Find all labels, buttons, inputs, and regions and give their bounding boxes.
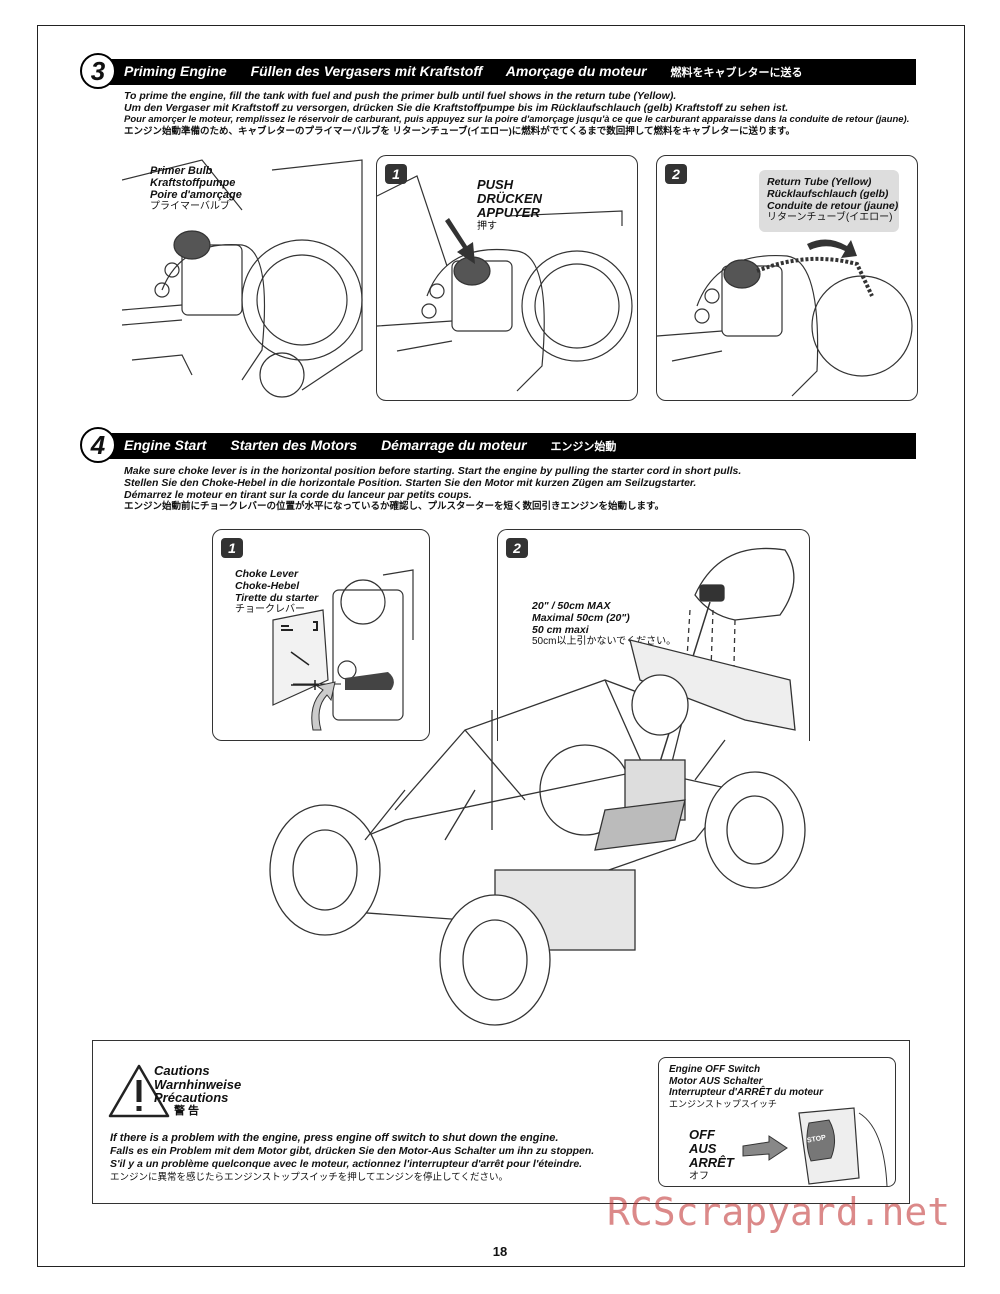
return-tube-callout	[759, 170, 899, 232]
step3-desc-en: To prime the engine, fill the tank with …	[124, 90, 677, 102]
primer-bulb-label: Primer Bulb Kraftstoffpumpe Poire d'amor…	[150, 165, 242, 213]
step3-panel1-badge: 1	[385, 164, 407, 184]
step3-bar	[102, 59, 916, 85]
step4-title-jp: エンジン始動	[550, 441, 617, 453]
step3-title-de: Füllen des Vergasers mit Kraftstoff	[250, 63, 483, 79]
step3-title-fr: Amorçage du moteur	[505, 63, 647, 79]
push-label-jp: 押す	[477, 221, 497, 232]
push-label-en: PUSH	[477, 177, 514, 192]
step4-description: Make sure choke lever is in the horizont…	[124, 465, 741, 513]
step3-panel-2: 2 Return Tube (Yellow) Rücklaufschlauch …	[656, 155, 918, 401]
step4-desc-jp: エンジン始動前にチョークレバーの位置が水平になっているか確認し、プルスターターを…	[124, 501, 665, 512]
off-label-de: AUS	[689, 1141, 717, 1156]
step4-desc-en: Make sure choke lever is in the horizont…	[124, 465, 742, 477]
step4-title-en: Engine Start	[124, 437, 207, 453]
cautions-title: Cautions Warnhinweise Précautions 警 告	[154, 1064, 241, 1118]
switch-label-fr: Interrupteur d'ARRÊT du moteur	[669, 1087, 824, 1098]
stop-switch-illustration	[742, 1107, 888, 1187]
primer-illustration	[122, 159, 363, 398]
cautions-text-fr: S'il y a un problème quelconque avec le …	[110, 1158, 583, 1170]
step4-title: Engine Start Starten des Motors Démarrag…	[124, 437, 636, 454]
step3-desc-jp: エンジン始動準備のため、キャブレターのプライマーバルブを リターンチューブ(イエ…	[124, 126, 796, 137]
primer-label-jp: プライマーバルブ	[150, 201, 230, 212]
cautions-title-de: Warnhinweise	[154, 1076, 242, 1092]
choke-label-de: Choke-Hebel	[235, 580, 300, 592]
return-label-jp: リターンチューブ(イエロー)	[767, 212, 893, 223]
choke-illustration	[272, 569, 414, 731]
step4-bar	[102, 433, 916, 459]
primer-label-fr: Poire d'amorçage	[150, 189, 242, 201]
choke-lever-label: Choke Lever Choke-Hebel Tirette du start…	[235, 568, 318, 616]
push-label-de: DRÜCKEN	[477, 191, 542, 206]
cautions-text-jp: エンジンに異常を感じたらエンジンストップスイッチを押してエンジンを停止してくださ…	[110, 1172, 508, 1183]
step4-panel2-badge: 2	[506, 538, 528, 558]
buggy-illustration	[269, 547, 806, 1026]
switch-label-jp: エンジンストップスイッチ	[669, 1098, 777, 1109]
return-label-de: Rücklaufschlauch (gelb)	[767, 188, 889, 200]
cautions-text-en: If there is a problem with the engine, p…	[110, 1132, 559, 1144]
off-label-jp: オフ	[689, 1171, 709, 1182]
step4-title-fr: Démarrage du moteur	[381, 437, 527, 453]
cautions-title-en: Cautions	[154, 1063, 210, 1078]
primer-label-en: Primer Bulb	[150, 165, 213, 177]
cautions-text-de: Falls es ein Problem mit dem Motor gibt,…	[110, 1145, 595, 1157]
push-illustration	[377, 175, 633, 392]
off-label: OFF AUS ARRÊT オフ	[689, 1128, 734, 1184]
pull-label-fr: 50 cm maxi	[532, 624, 589, 636]
switch-label-de: Motor AUS Schalter	[669, 1075, 763, 1087]
engine-off-switch-label: Engine OFF Switch Motor AUS Schalter Int…	[669, 1064, 823, 1110]
push-label: PUSH DRÜCKEN APPUYER 押す	[477, 178, 542, 234]
switch-label-en: Engine OFF Switch	[669, 1064, 761, 1075]
pull-label-de: Maximal 50cm (20")	[532, 612, 630, 624]
return-tube-label: Return Tube (Yellow) Rücklaufschlauch (g…	[767, 176, 898, 224]
step3-description: To prime the engine, fill the tank with …	[124, 90, 909, 138]
watermark: RCScrapyard.net	[607, 1190, 951, 1234]
cautions-box	[92, 1040, 910, 1204]
step4-number: 4	[80, 427, 116, 463]
page-frame	[37, 25, 965, 1267]
step3-panel2-badge: 2	[665, 164, 687, 184]
push-label-fr: APPUYER	[477, 205, 540, 220]
off-label-fr: ARRÊT	[689, 1155, 734, 1170]
step4-panel-1: 1 Choke Lever Choke-Hebel Tirette du sta…	[212, 529, 430, 741]
cautions-title-fr: Précautions	[154, 1090, 229, 1105]
cautions-text: If there is a problem with the engine, p…	[110, 1132, 594, 1184]
choke-label-en: Choke Lever	[235, 568, 299, 580]
step4-panel1-badge: 1	[221, 538, 243, 558]
return-tube-illustration	[657, 239, 913, 397]
choke-label-fr: Tirette du starter	[235, 592, 319, 604]
choke-label-jp: チョークレバー	[235, 604, 305, 615]
step3-header: 3 Priming Engine Füllen des Vergasers mi…	[80, 53, 916, 89]
step3-title: Priming Engine Füllen des Vergasers mit …	[124, 63, 823, 80]
primer-label-de: Kraftstoffpumpe	[150, 177, 236, 189]
warning-triangle-icon	[108, 1064, 170, 1118]
cautions-title-jp: 警 告	[174, 1104, 200, 1117]
step4-desc-de: Stellen Sie den Choke-Hebel in die horiz…	[124, 477, 697, 489]
pull-length-label: 20" / 50cm MAX Maximal 50cm (20") 50 cm …	[532, 600, 676, 648]
pull-label-en: 20" / 50cm MAX	[532, 600, 611, 612]
pull-label-jp: 50cm以上引かないでください。	[532, 636, 677, 647]
step3-title-en: Priming Engine	[124, 63, 227, 79]
step3-desc-de: Um den Vergaser mit Kraftstoff zu versor…	[124, 102, 789, 114]
step4-title-de: Starten des Motors	[230, 437, 358, 453]
off-label-en: OFF	[689, 1127, 715, 1142]
engine-off-switch-box: Engine OFF Switch Motor AUS Schalter Int…	[658, 1057, 896, 1187]
return-label-fr: Conduite de retour (jaune)	[767, 200, 899, 212]
step4-header: 4 Engine Start Starten des Motors Démarr…	[80, 427, 916, 463]
return-label-en: Return Tube (Yellow)	[767, 176, 872, 188]
step3-number: 3	[80, 53, 116, 89]
page-number: 18	[492, 1244, 508, 1259]
step3-panel-1: 1 PUSH DRÜCKEN APPUYER 押す	[376, 155, 638, 401]
step4-desc-fr: Démarrez le moteur en tirant sur la cord…	[124, 489, 472, 501]
step3-title-jp: 燃料をキャブレターに送る	[670, 67, 803, 79]
step3-desc-fr: Pour amorçer le moteur, remplissez le ré…	[124, 114, 910, 125]
